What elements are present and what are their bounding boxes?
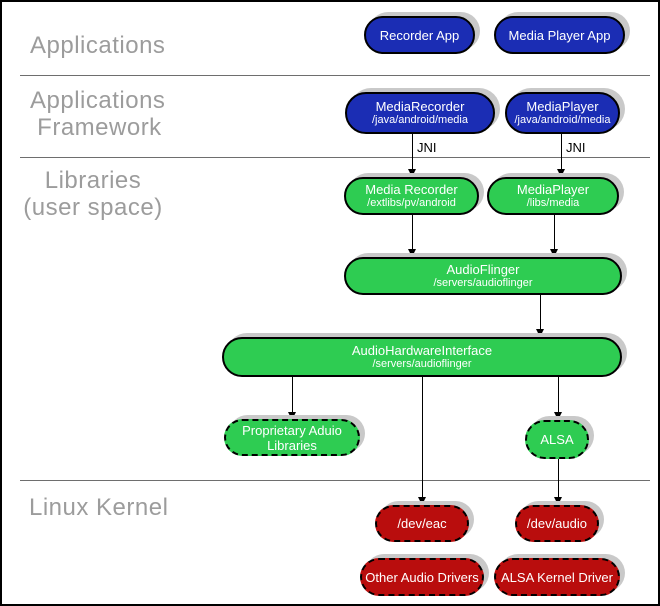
node-media-player-app: Media Player App (494, 16, 625, 54)
node-media-recorder-lib-title: Media Recorder (365, 182, 458, 197)
section-label-linux-kernel: Linux Kernel (29, 494, 169, 521)
arrow-to-dev-eac-icon (418, 377, 426, 505)
node-mediaplayer-framework-path: /java/android/media (514, 114, 611, 126)
arrow-mediarecorder-jni-icon (408, 134, 416, 177)
node-dev-audio-label: /dev/audio (527, 516, 587, 531)
node-media-recorder-lib-path: /extlibs/pv/android (367, 197, 456, 209)
node-recorder-app-label: Recorder App (379, 27, 460, 43)
node-proprietary-audio-libraries: Proprietary Aduio Libraries (224, 419, 360, 456)
node-media-player-app-label: Media Player App (508, 27, 611, 43)
arrow-mediaplayer-jni-icon (557, 134, 565, 177)
node-mediarecorder-framework: MediaRecorder /java/android/media (345, 92, 495, 134)
node-audioflinger: AudioFlinger /servers/audioflinger (344, 257, 622, 295)
node-mediaplayer-lib-title: MediaPlayer (516, 182, 590, 197)
node-audioflinger-path: /servers/audioflinger (433, 277, 533, 289)
node-mediarecorder-framework-path: /java/android/media (371, 114, 468, 126)
node-proprietary-audio-libraries-line1: Proprietary Aduio (242, 422, 342, 438)
node-mediaplayer-lib: MediaPlayer /libs/media (487, 177, 619, 215)
arrow-mediarecorder-to-audioflinger-icon (408, 215, 416, 257)
node-mediaplayer-framework: MediaPlayer /java/android/media (505, 92, 620, 134)
node-alsa-label: ALSA (540, 432, 574, 447)
node-alsa-kernel-driver-label: ALSA Kernel Driver (501, 569, 613, 585)
node-audio-hardware-interface-path: /servers/audioflinger (372, 358, 472, 370)
edge-label-jni-left: JNI (417, 140, 437, 155)
node-audio-hardware-interface: AudioHardwareInterface /servers/audiofli… (222, 337, 622, 377)
section-label-applications: Applications (30, 32, 166, 59)
edge-label-jni-right: JNI (566, 140, 586, 155)
node-other-audio-drivers-label: Other Audio Drivers (365, 569, 479, 585)
arrow-to-alsa-icon (554, 377, 562, 420)
arrow-alsa-to-dev-audio-icon (554, 459, 562, 505)
node-proprietary-audio-libraries-line2: Libraries (267, 437, 317, 453)
node-mediaplayer-framework-title: MediaPlayer (526, 99, 599, 114)
arrow-audioflinger-to-hardwareinterface-icon (536, 295, 544, 337)
node-media-recorder-lib: Media Recorder /extlibs/pv/android (344, 177, 479, 215)
node-audio-hardware-interface-title: AudioHardwareInterface (351, 343, 493, 358)
section-label-libraries: Libraries (user space) (23, 167, 163, 221)
node-mediarecorder-framework-title: MediaRecorder (375, 99, 465, 114)
node-recorder-app: Recorder App (364, 16, 475, 54)
node-other-audio-drivers: Other Audio Drivers (360, 558, 484, 596)
node-audioflinger-title: AudioFlinger (446, 262, 520, 277)
node-alsa-kernel-driver: ALSA Kernel Driver (494, 558, 620, 596)
divider-framework-libraries (20, 157, 650, 158)
divider-applications-framework (20, 75, 650, 76)
section-label-applications-framework: Applications Framework (30, 87, 166, 141)
node-mediaplayer-lib-path: /libs/media (526, 197, 580, 209)
node-dev-audio: /dev/audio (515, 505, 599, 542)
divider-libraries-kernel (20, 480, 650, 481)
node-dev-eac-label: /dev/eac (397, 516, 447, 531)
node-alsa: ALSA (525, 420, 589, 459)
arrow-mediaplayer-to-audioflinger-icon (550, 215, 558, 257)
node-dev-eac: /dev/eac (375, 505, 469, 542)
arrow-to-proprietary-libraries-icon (288, 377, 296, 420)
